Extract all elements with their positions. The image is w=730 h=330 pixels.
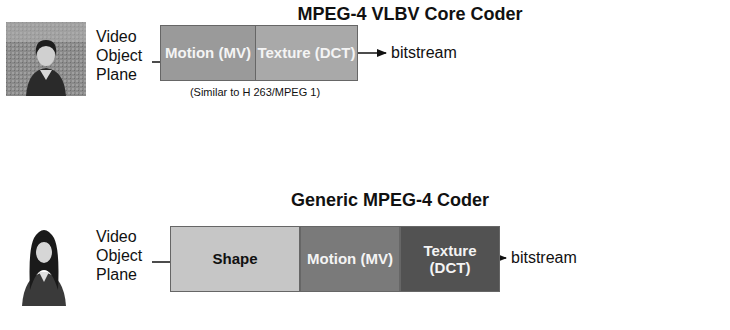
coder-stage-box: Motion (MV) [300,226,400,292]
stage-name: Motion (MV) [307,250,393,267]
coder-stage-box: Texture (DCT) [255,25,358,81]
note: (Similar to H 263/MPEG 1) [150,86,360,99]
stage-name: Shape [212,250,257,267]
coder-stage-box: Motion (MV) [160,25,256,81]
coder-stage-box: Texture (DCT) [400,226,500,292]
stage-name: Texture (DCT) [401,242,499,277]
coder-title: MPEG-4 VLBV Core Coder [270,4,550,26]
output-label: bitstream [511,248,601,267]
coder-stage-box: Shape [170,226,300,292]
input-line [152,261,170,263]
coder-title: Generic MPEG-4 Coder [250,190,530,212]
input-line [152,61,160,63]
stage-name: Texture (DCT) [257,44,355,61]
output-label: bitstream [391,43,481,62]
input-label: Video Object Plane [96,227,158,285]
input-label: Video Object Plane [96,27,158,85]
video-object-figure [22,230,66,306]
video-frame-photo [6,22,86,96]
stage-name: Motion (MV) [165,44,251,61]
